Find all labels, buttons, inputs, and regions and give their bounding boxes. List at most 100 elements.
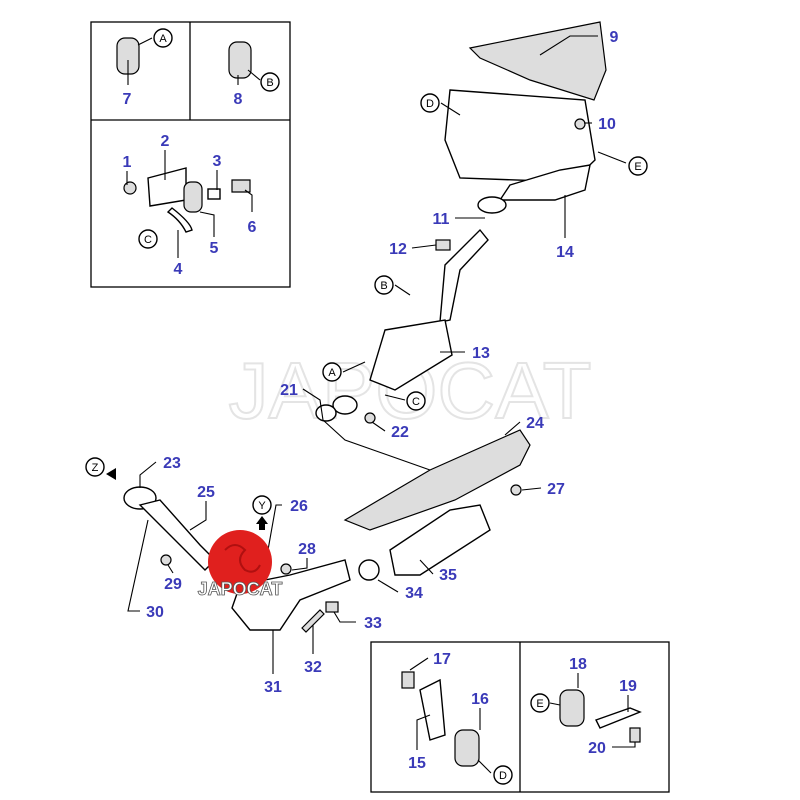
ref-E-muffler: E	[628, 156, 648, 176]
ref-Z: Z	[85, 457, 116, 480]
callout-30: 30	[146, 604, 164, 621]
heat-shield-9	[468, 21, 607, 101]
part-drawings	[116, 21, 642, 767]
svg-text:C: C	[412, 396, 420, 408]
arrow-icon	[106, 468, 116, 480]
callout-35: 35	[439, 567, 457, 584]
callout-9: 9	[610, 29, 619, 46]
callout-4: 4	[174, 261, 183, 278]
leader-lines	[126, 35, 636, 774]
callout-23: 23	[163, 455, 181, 472]
bolt-12	[435, 239, 451, 251]
svg-text:Z: Z	[92, 462, 99, 474]
front-pipe-25	[138, 499, 216, 571]
strap-4	[166, 207, 193, 233]
ref-B-pipe: B	[374, 275, 394, 295]
bolt-6	[231, 179, 251, 193]
inset-box-top-left	[90, 21, 291, 288]
callout-31: 31	[264, 679, 282, 696]
callout-24: 24	[526, 415, 544, 432]
callout-21: 21	[280, 382, 298, 399]
svg-text:Y: Y	[258, 500, 266, 512]
svg-text:C: C	[144, 234, 152, 246]
inset-box-bottom	[370, 641, 670, 793]
callout-1: 1	[123, 154, 132, 171]
callout-28: 28	[298, 541, 316, 558]
bracket-19	[595, 707, 642, 729]
ref-C-pipe: C	[406, 391, 426, 411]
callout-2: 2	[161, 133, 170, 150]
callout-12: 12	[389, 241, 407, 258]
svg-text:A: A	[159, 33, 167, 45]
center-muffler-13	[369, 319, 453, 391]
svg-text:A: A	[328, 367, 336, 379]
callout-33: 33	[364, 615, 382, 632]
svg-text:D: D	[499, 770, 507, 782]
callout-20: 20	[588, 740, 606, 757]
bolt-27	[510, 484, 522, 496]
nut-28	[280, 563, 292, 575]
callout-17: 17	[433, 651, 451, 668]
callout-7: 7	[123, 91, 132, 108]
callout-22: 22	[391, 424, 409, 441]
bolt-20	[629, 727, 641, 743]
callout-14: 14	[556, 244, 574, 261]
callout-5: 5	[210, 240, 219, 257]
callout-34: 34	[405, 585, 423, 602]
ref-D-muffler: D	[420, 93, 440, 113]
ref-A-top: A	[153, 28, 173, 48]
callout-27: 27	[547, 481, 565, 498]
callout-29: 29	[164, 576, 182, 593]
collar-3	[207, 188, 221, 200]
svg-text:D: D	[426, 98, 434, 110]
japocat-logo: JAPOCAT	[197, 530, 283, 599]
pipe-13a	[439, 228, 489, 323]
bolt-1	[123, 181, 137, 195]
svg-text:B: B	[266, 77, 273, 89]
front-pipe-31	[231, 559, 351, 631]
gasket-34	[358, 559, 380, 581]
flange-21	[332, 395, 358, 415]
hanger-18	[559, 689, 585, 727]
callout-6: 6	[248, 219, 257, 236]
bolt-32	[301, 609, 325, 633]
hanger-5	[183, 181, 203, 213]
logo-swirl	[224, 544, 261, 573]
bolt-10	[574, 118, 586, 130]
callout-3: 3	[213, 153, 222, 170]
svg-text:JAPOCAT: JAPOCAT	[198, 579, 283, 599]
callout-15: 15	[408, 755, 426, 772]
ref-A-pipe: A	[322, 362, 342, 382]
callout-32: 32	[304, 659, 322, 676]
callout-18: 18	[569, 656, 587, 673]
gasket-21	[315, 404, 337, 422]
arrow-up-icon	[256, 516, 268, 530]
heat-shield-24	[343, 429, 531, 531]
gasket-11	[477, 196, 507, 214]
bracket-2	[147, 167, 187, 207]
svg-text:E: E	[634, 161, 641, 173]
hanger-16	[454, 729, 480, 767]
callout-13: 13	[472, 345, 490, 362]
catalytic-converter-35	[389, 504, 491, 576]
callout-8: 8	[234, 91, 243, 108]
ref-C-inset: C	[138, 229, 158, 249]
ref-B-top: B	[260, 72, 280, 92]
hanger-8	[228, 41, 252, 79]
ref-E-bottom: E	[530, 693, 550, 713]
nut-29	[160, 554, 172, 566]
callout-25: 25	[197, 484, 215, 501]
ref-Y: Y	[252, 495, 272, 530]
svg-text:B: B	[380, 280, 387, 292]
callout-11: 11	[433, 211, 450, 228]
bolt-17	[401, 671, 415, 689]
bracket-15	[419, 678, 446, 741]
callout-10: 10	[598, 116, 616, 133]
part-numbers: 7 8 2 1 3 6 5 4 9 10 11 12 14 13 21 22 2…	[123, 29, 637, 772]
callout-16: 16	[471, 691, 489, 708]
svg-text:E: E	[536, 698, 543, 710]
ref-D-bottom: D	[493, 765, 513, 785]
spring-33	[325, 601, 339, 613]
